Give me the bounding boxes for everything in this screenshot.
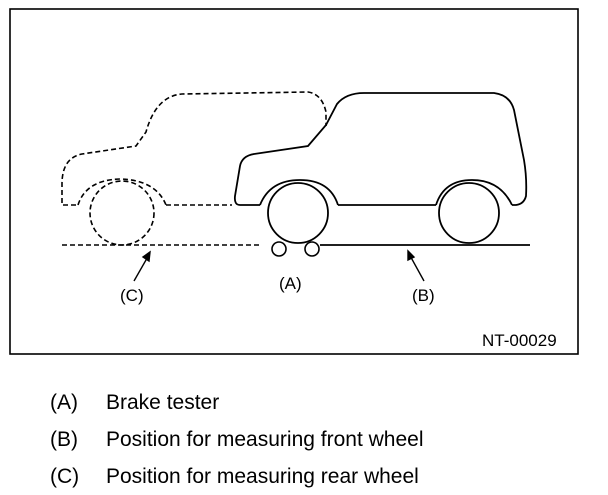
legend-text: Position for measuring front wheel — [106, 428, 424, 451]
legend-text: Position for measuring rear wheel — [106, 465, 419, 488]
legend-item-c: (C) Position for measuring rear wheel — [50, 458, 424, 495]
figure-frame — [9, 8, 579, 355]
brake-tester-rollers — [271, 241, 320, 257]
legend-item-b: (B) Position for measuring front wheel — [50, 421, 424, 458]
legend-key: (B) — [50, 428, 78, 451]
legend-text: Brake tester — [106, 391, 220, 414]
legend-list: (A) Brake tester (B) Position for measur… — [50, 384, 424, 495]
callout-b-label: (B) — [412, 286, 435, 305]
callout-a-label: (A) — [279, 274, 302, 293]
legend-key: (C) — [50, 465, 80, 488]
legend-key: (A) — [50, 391, 78, 414]
callout-c-label: (C) — [120, 286, 144, 305]
dashed-car-outline — [61, 91, 327, 246]
solid-car-outline — [233, 92, 530, 246]
figure-code: NT-00029 — [482, 331, 557, 350]
callout-arrows — [133, 249, 425, 282]
legend-item-a: (A) Brake tester — [50, 384, 424, 421]
